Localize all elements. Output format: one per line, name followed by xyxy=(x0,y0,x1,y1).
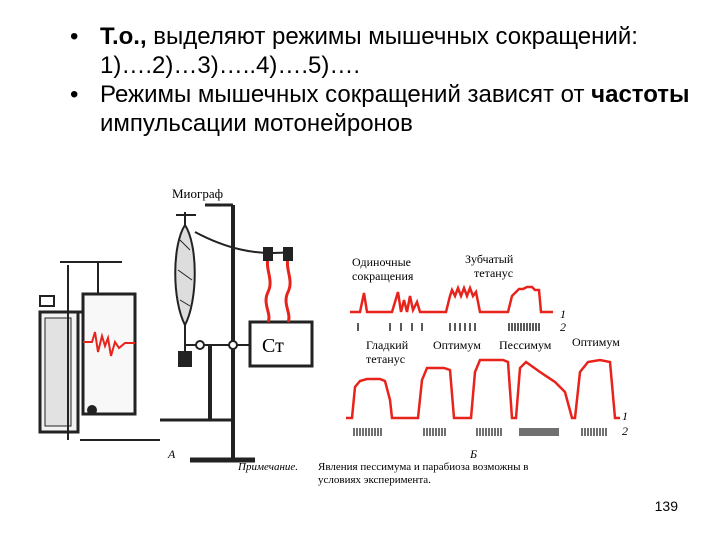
bullet-1-bold: Т.о., xyxy=(100,23,147,50)
bullet-dot: • xyxy=(70,81,79,108)
label-optimum-2: Оптимум xyxy=(572,335,620,349)
trace-labels: Одиночные сокращения Зубчатый тетанус Гл… xyxy=(352,252,620,366)
bullet-2-text-before: Режимы мышечных сокращений зависят от xyxy=(100,81,592,108)
label-smooth-1: Гладкий xyxy=(366,338,409,352)
bottom-stimulus-marks xyxy=(353,428,607,436)
panel-a-label: А xyxy=(167,447,176,461)
bullet-item-1: • Т.о., выделяют режимы мышечных сокраще… xyxy=(70,22,690,80)
bullet-2-bold: частоты xyxy=(591,81,690,108)
stimulator-label: Ст xyxy=(262,335,284,357)
electrode-wires xyxy=(264,256,292,323)
top-trace-number-2: 2 xyxy=(560,320,566,334)
miograph-apparatus xyxy=(38,203,314,463)
top-stimulus-marks xyxy=(357,323,540,331)
note-text-line2: условиях эксперимента. xyxy=(318,474,431,486)
label-serrated-2: тетанус xyxy=(474,266,513,280)
label-pessimum: Пессимум xyxy=(499,338,552,352)
bullet-dot: • xyxy=(70,23,79,50)
bottom-trace-number-1: 1 xyxy=(622,409,628,423)
label-optimum-1: Оптимум xyxy=(433,338,481,352)
note-label: Примечание. xyxy=(237,461,298,473)
bullet-item-2: • Режимы мышечных сокращений зависят от … xyxy=(70,80,690,138)
note-text-line1: Явления пессимума и парабиоза возможны в xyxy=(318,461,528,473)
bottom-mechanogram-trace xyxy=(346,358,620,420)
bullet-1-text: выделяют режимы мышечных сокращений: 1)…… xyxy=(100,23,638,79)
miograph-label: Миограф xyxy=(172,186,223,201)
label-single-1: Одиночные xyxy=(352,255,411,269)
bullet-list: • Т.о., выделяют режимы мышечных сокраще… xyxy=(70,22,690,138)
label-smooth-2: тетанус xyxy=(366,352,405,366)
label-single-2: сокращения xyxy=(352,269,414,283)
wire-clips xyxy=(263,247,293,261)
panel-b-label: Б xyxy=(469,447,477,461)
bullet-2-text-after: импульсации мотонейронов xyxy=(100,110,413,137)
figure-note: Примечание. Явления пессимума и парабиоз… xyxy=(237,461,528,486)
label-serrated-1: Зубчатый xyxy=(465,252,514,266)
top-trace-number-1: 1 xyxy=(560,307,566,321)
drum-recording-trace xyxy=(83,331,135,357)
page-number: 139 xyxy=(654,498,678,514)
bottom-trace-number-2: 2 xyxy=(622,424,628,438)
top-mechanogram-trace xyxy=(350,284,553,314)
